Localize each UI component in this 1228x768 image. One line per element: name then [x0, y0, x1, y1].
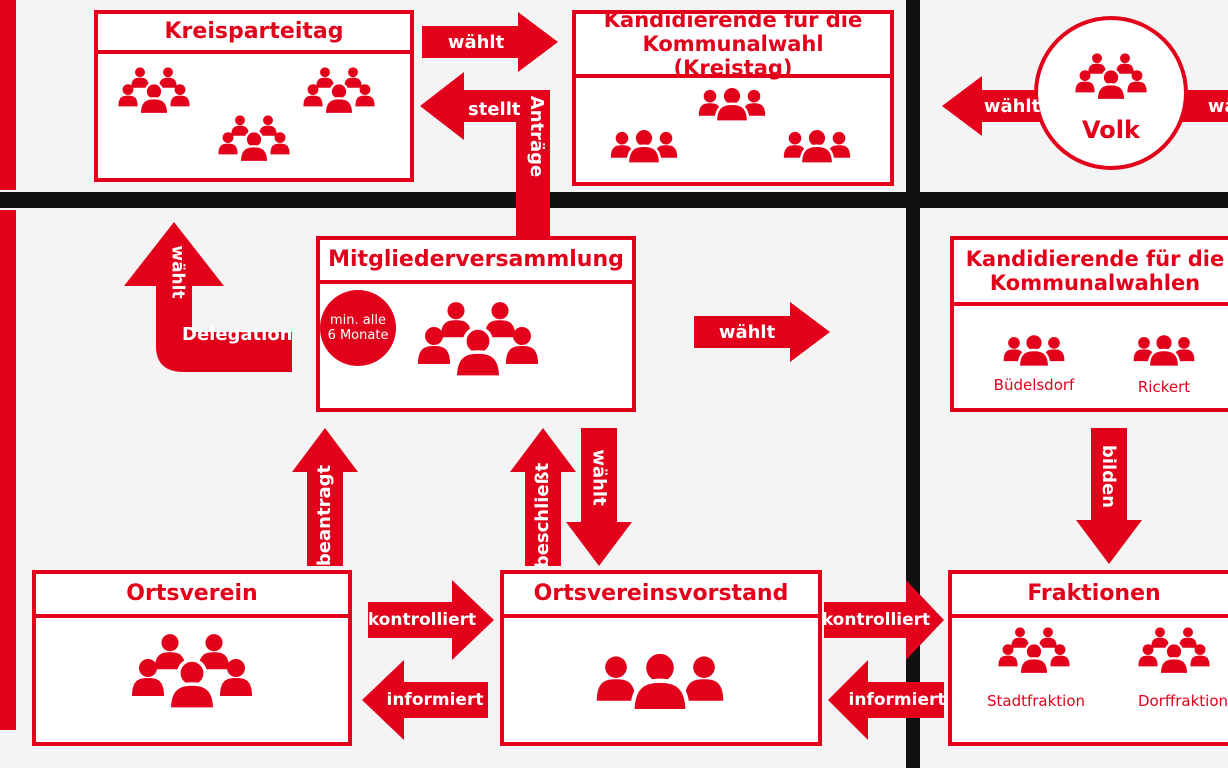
arrow-label: informiert: [848, 690, 946, 710]
antraege-label: Anträge: [526, 95, 548, 178]
arrow-label: kontrolliert: [821, 610, 931, 630]
crowd-icon: [998, 627, 1210, 676]
arrow-label: beantragt: [314, 464, 336, 566]
arrow-label: wählt: [718, 321, 776, 343]
arrow-antraege-stellt: [420, 72, 550, 236]
arrow-kontrolliert-left: kontrolliert: [368, 580, 494, 660]
arrow-kontrolliert-right: kontrolliert: [821, 580, 944, 660]
ortsverein-title: Ortsverein: [36, 574, 348, 618]
left-edge-strip-top: [0, 0, 16, 190]
left-edge-strip-bottom: [0, 210, 16, 730]
interval-badge: min. alle 6 Monate: [320, 290, 396, 366]
kreisparteitag-title: Kreisparteitag: [98, 14, 410, 54]
group-icon: [610, 85, 851, 165]
caption-rickert: Rickert: [1137, 378, 1191, 396]
kandidierende-kommunal-box: Kandidierende für die Kommunalwahlen: [950, 236, 1228, 412]
arrow-vorstand-waehlt: wählt: [566, 428, 632, 566]
arrow-informiert-right: informiert: [828, 660, 946, 740]
caption-buedelsdorf: Büdelsdorf: [993, 376, 1075, 394]
arrow-label: bilden: [1098, 444, 1120, 508]
arrow-label: kontrolliert: [367, 610, 477, 630]
delegation-label: Delegation: [182, 324, 293, 345]
stellt-label: stellt: [468, 99, 521, 120]
arrow-label: wählt: [447, 31, 505, 53]
arrow-label: wählt: [1207, 95, 1228, 117]
divider-vertical-top: [906, 0, 920, 768]
arrow-volk-waehlt-left: wählt: [942, 76, 1052, 136]
kandidierende-kommunal-title: Kandidierende für die Kommunalwahlen: [954, 240, 1228, 306]
volk-label: Volk: [1082, 116, 1140, 144]
mitgliederversammlung-title: Mitgliederversammlung: [320, 240, 632, 284]
badge-line2: 6 Monate: [327, 328, 389, 343]
fraktionen-box: Fraktionen: [948, 570, 1228, 746]
arrow-kreisparteitag-waehlt: wählt: [422, 12, 558, 72]
caption-stadtfraktion: Stadtfraktion: [986, 692, 1086, 710]
ortsvereinsvorstand-title: Ortsvereinsvorstand: [504, 574, 818, 618]
arrow-bilden: bilden: [1076, 428, 1142, 564]
fraktionen-title: Fraktionen: [952, 574, 1228, 618]
group-icon: [596, 614, 724, 742]
arrow-beschliesst: beschließt: [510, 428, 576, 568]
crowd-icon: [132, 634, 252, 712]
arrow-beantragt: beantragt: [292, 428, 358, 566]
delegation-waehlt-label: wählt: [167, 245, 188, 299]
arrow-delegation-waehlt: [124, 222, 292, 372]
crowd-icon: [418, 302, 538, 380]
volk-circle: Volk: [1034, 16, 1188, 170]
ortsverein-box: Ortsverein: [32, 570, 352, 746]
crowd-icon: [118, 67, 375, 164]
arrow-mv-waehlt: wählt: [694, 302, 830, 362]
arrow-label: wählt: [588, 448, 610, 506]
arrow-label: beschließt: [532, 462, 554, 568]
badge-line1: min. alle: [330, 313, 386, 328]
divider-horizontal: [0, 192, 1228, 208]
caption-dorffraktion: Dorffraktion: [1138, 692, 1228, 710]
kandidierende-kreistag-title: Kandidierende für die Kommunalwahl (Krei…: [576, 8, 890, 80]
arrow-informiert-left: informiert: [362, 660, 488, 740]
arrow-label: wählt: [983, 95, 1041, 117]
arrow-volk-waehlt-right: wählt: [1176, 76, 1228, 136]
arrow-label: informiert: [386, 690, 484, 710]
